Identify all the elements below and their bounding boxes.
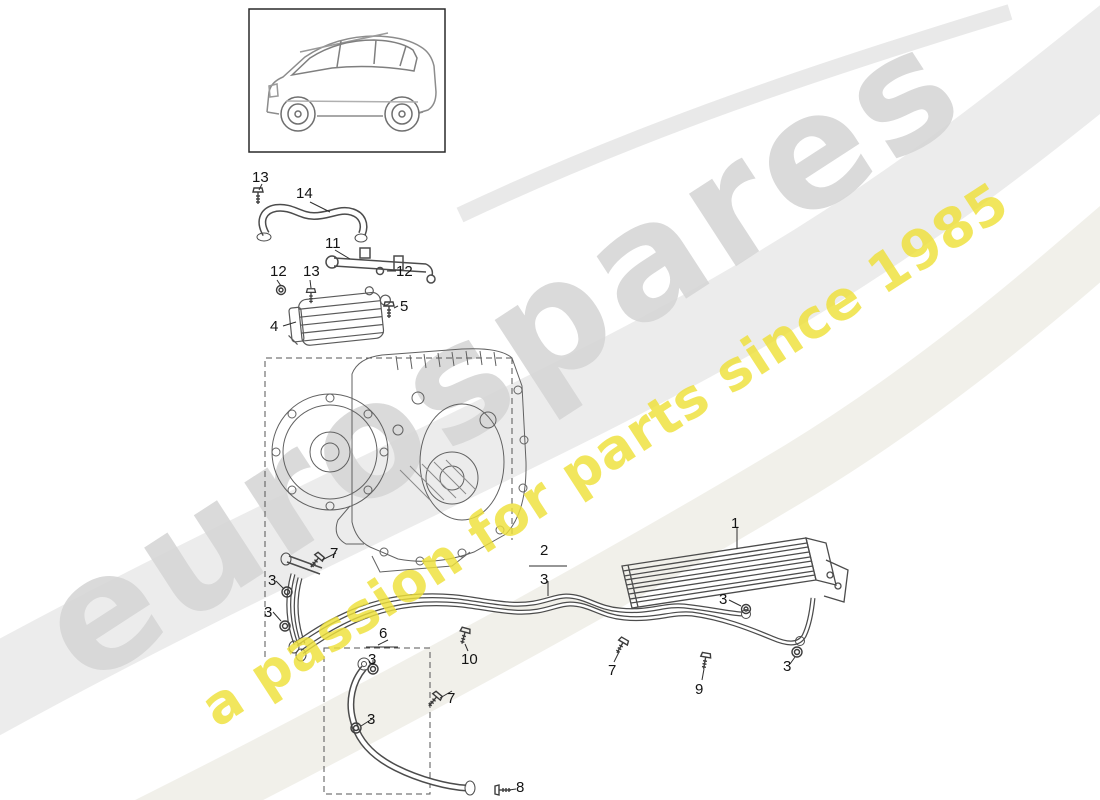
background-swoosh [0,4,1100,800]
callout-13: 13 [303,263,320,280]
hose-14-drawing [256,203,368,243]
callout-7: 7 [447,690,456,707]
vehicle-drawing [266,32,437,132]
callout-3: 3 [783,658,792,675]
callout-1: 1 [731,515,740,532]
callout-13: 13 [252,169,269,186]
callout-3: 3 [540,571,549,588]
callout-7: 7 [330,545,339,562]
callout-3: 3 [264,604,273,621]
callout-10: 10 [461,651,478,668]
callout-9: 9 [695,681,704,698]
vehicle-thumbnail [248,8,446,153]
heat-exchanger-drawing [288,286,391,346]
transmission-drawing [271,348,529,573]
callout-12: 12 [396,263,413,280]
leader-lines [258,183,796,791]
callout-11: 11 [325,235,341,252]
oil-pipes-drawing [280,552,816,662]
dashed-boundary [264,357,513,795]
callout-3: 3 [368,651,377,668]
return-hose-drawing [347,657,476,796]
callout-7: 7 [608,662,617,679]
callout-14: 14 [296,185,313,202]
callout-3: 3 [268,572,277,589]
callout-2: 2 [540,542,549,559]
callout-3: 3 [367,711,376,728]
callout-5: 5 [400,298,409,315]
callout-3: 3 [719,591,728,608]
callout-6: 6 [379,625,388,642]
callout-8: 8 [516,779,525,796]
callout-4: 4 [270,318,279,335]
oil-cooler-drawing [621,537,849,609]
callout-12: 12 [270,263,287,280]
